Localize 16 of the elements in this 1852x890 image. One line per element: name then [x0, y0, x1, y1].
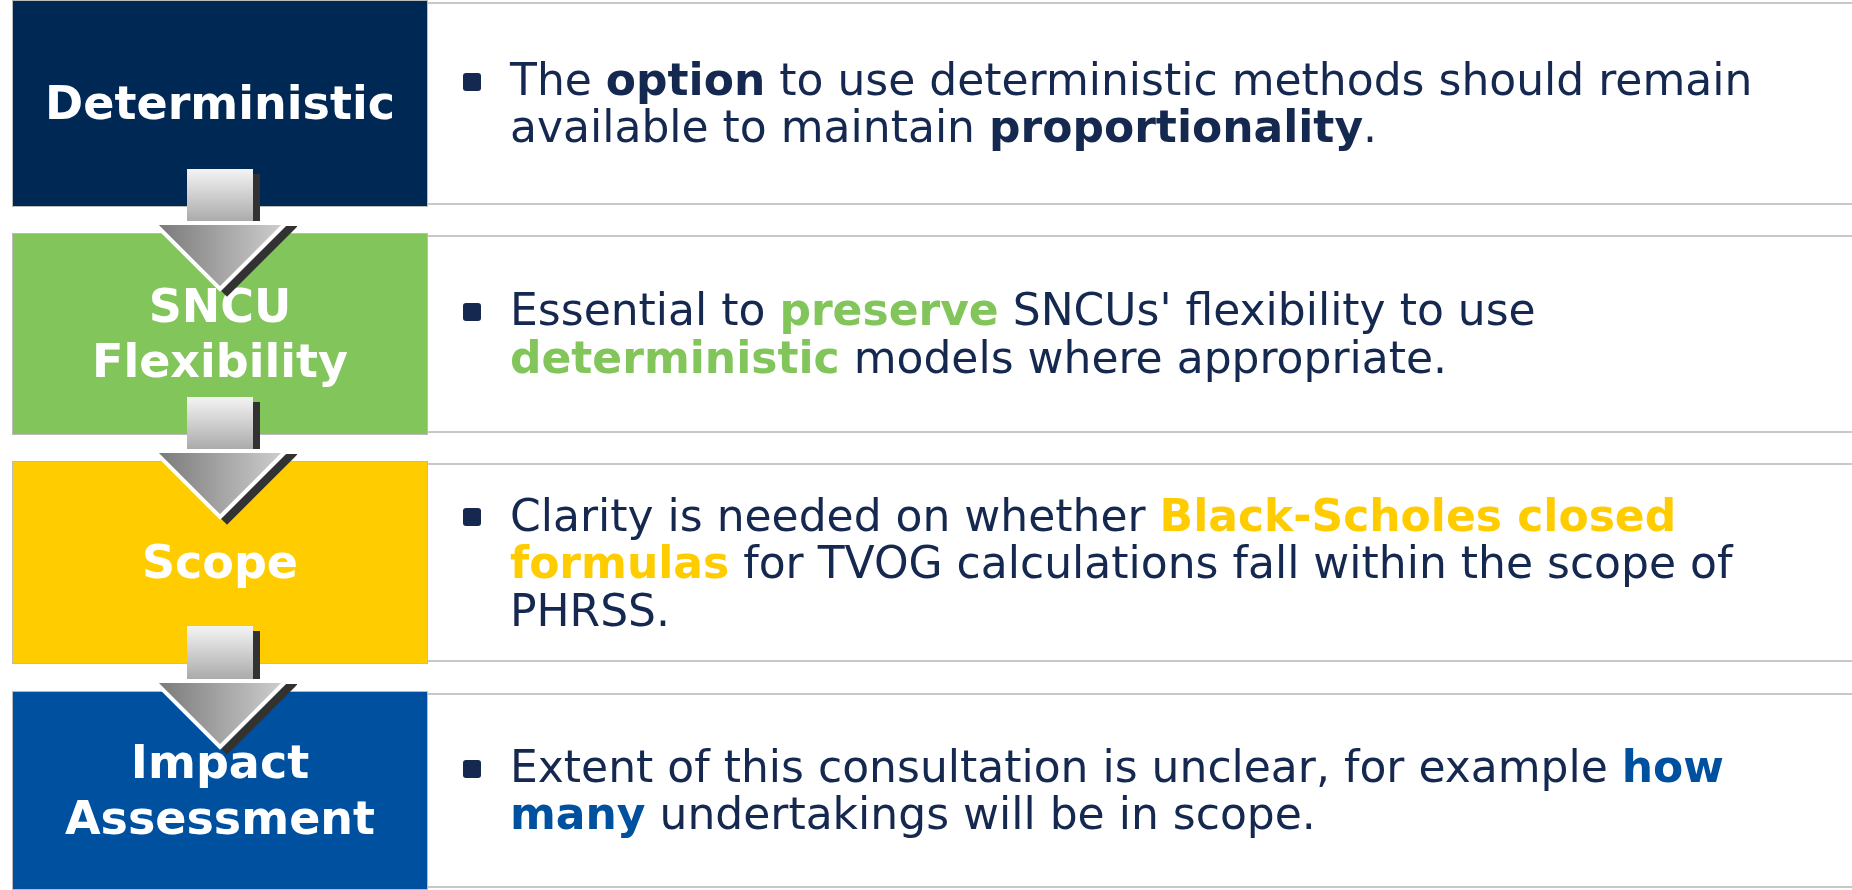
stage-label: Deterministic	[45, 75, 395, 132]
stage-box	[12, 461, 428, 664]
description-panel	[428, 463, 1852, 662]
stage-box	[12, 691, 428, 890]
description-panel	[428, 693, 1852, 888]
description-text: Extent of this consultation is unclear, for example how many undertakings will be in scope.	[510, 743, 1725, 838]
description-text: Clarity is needed on whether Black-Scholes closed formulas for TVOG calculations fall within the scope of PHRSS.	[510, 491, 1735, 634]
description-text: The option to use deterministic methods should remain available to maintain proportionality.	[510, 56, 1754, 151]
stage-label: Scope	[141, 534, 299, 591]
stage-label: Impact Assessment	[63, 735, 377, 846]
description-panel	[428, 2, 1852, 205]
stage-label: SNCU Flexibility	[90, 278, 349, 390]
stage-box	[12, 233, 428, 435]
description-text: Essential to preserve SNCUs' flexibility to use deterministic models where appropriate.	[510, 286, 1537, 382]
stage-box	[12, 0, 428, 207]
description-panel	[428, 235, 1852, 433]
